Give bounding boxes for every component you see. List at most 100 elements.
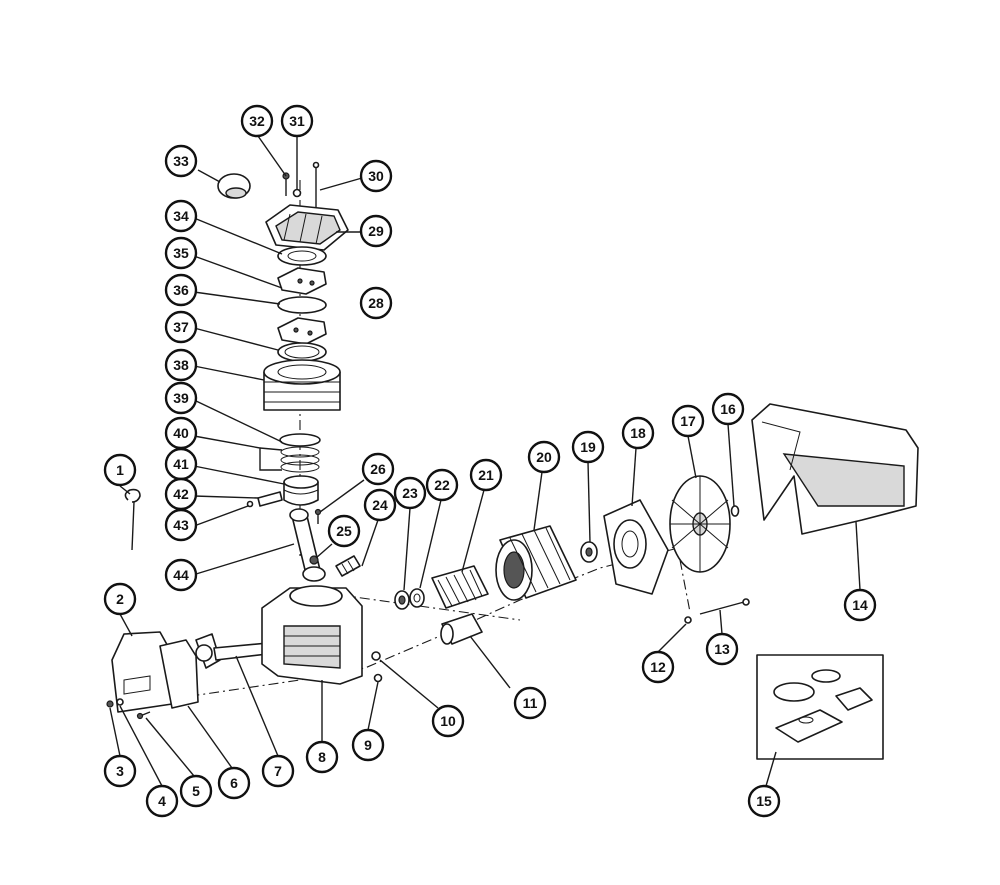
part-cover-bolt (136, 711, 151, 720)
part-bearing-23 (394, 590, 410, 610)
callout-37-label: 37 (173, 319, 189, 335)
part-bearing-22 (409, 588, 425, 608)
part-shroud (751, 403, 919, 535)
callout-17: 17 (671, 404, 705, 438)
part-cover-gasket (159, 639, 199, 709)
callout-24-label: 24 (372, 497, 388, 513)
part-valve-plate-lower (277, 317, 327, 345)
callout-41-label: 41 (173, 456, 189, 472)
part-end-bell (603, 499, 669, 595)
part-rotor (431, 565, 489, 609)
callout-35-label: 35 (173, 245, 189, 261)
callout-6-label: 6 (230, 775, 238, 791)
part-rod-screw (314, 508, 322, 524)
part-wrist-pin (257, 491, 283, 507)
part-piston-rings (280, 446, 320, 473)
part-crankcase (261, 585, 363, 685)
part-cover-washer (116, 698, 124, 706)
callout-40-label: 40 (173, 425, 189, 441)
callout-30: 30 (359, 159, 393, 193)
part-fan (669, 475, 731, 573)
callout-11: 11 (513, 686, 547, 720)
callout-8: 8 (305, 740, 339, 774)
callout-17-label: 17 (680, 413, 696, 429)
callout-37: 37 (164, 310, 198, 344)
callout-12-label: 12 (650, 659, 666, 675)
callout-30-label: 30 (368, 168, 384, 184)
callout-13: 13 (705, 632, 739, 666)
part-breather-cap (217, 173, 251, 199)
callout-36: 36 (164, 273, 198, 307)
callout-1: 1 (103, 453, 137, 487)
callout-39-label: 39 (173, 390, 189, 406)
callout-31-label: 31 (289, 113, 305, 129)
part-piston-ring-top (279, 433, 321, 447)
callout-1-label: 1 (116, 462, 124, 478)
callout-20-label: 20 (536, 449, 552, 465)
part-gasket-kit (756, 654, 884, 760)
part-crankcase-washer (371, 651, 381, 661)
callout-38-label: 38 (173, 357, 189, 373)
callout-21-label: 21 (478, 467, 494, 483)
part-valve-gasket (277, 296, 327, 314)
callout-40: 40 (164, 416, 198, 450)
callout-3-label: 3 (116, 763, 124, 779)
callout-28: 28 (359, 286, 393, 320)
callout-5: 5 (179, 774, 213, 808)
callout-8-label: 8 (318, 749, 326, 765)
callout-34: 34 (164, 199, 198, 233)
callout-14: 14 (843, 588, 877, 622)
assembly-axes (129, 180, 691, 706)
part-cover-screw (106, 700, 114, 708)
callout-12: 12 (641, 650, 675, 684)
callout-24: 24 (363, 488, 397, 522)
callout-33: 33 (164, 144, 198, 178)
callout-7-label: 7 (274, 763, 282, 779)
callout-35: 35 (164, 236, 198, 270)
part-head-gasket (277, 246, 327, 266)
callout-42: 42 (164, 477, 198, 511)
callout-14-label: 14 (852, 597, 868, 613)
part-cylinder-gasket (277, 342, 327, 362)
part-pin-clip (246, 500, 254, 508)
callout-15: 15 (747, 784, 781, 818)
callout-19: 19 (571, 430, 605, 464)
callout-22: 22 (425, 468, 459, 502)
part-fan-clip (730, 505, 740, 517)
callout-9: 9 (351, 728, 385, 762)
part-washer-31 (292, 188, 302, 198)
callout-4: 4 (145, 784, 179, 818)
callout-15-label: 15 (756, 793, 772, 809)
part-connecting-rod (289, 508, 326, 582)
part-sleeve (440, 613, 483, 645)
callout-2-label: 2 (116, 591, 124, 607)
callout-13-label: 13 (714, 641, 730, 657)
callout-4-label: 4 (158, 793, 166, 809)
part-crankcase-bolt (373, 673, 383, 683)
callout-39: 39 (164, 381, 198, 415)
callout-19-label: 19 (580, 439, 596, 455)
callout-2: 2 (103, 582, 137, 616)
callout-43-label: 43 (173, 517, 189, 533)
callout-20: 20 (527, 440, 561, 474)
part-cylinder-head (265, 204, 349, 251)
callout-25: 25 (327, 514, 361, 548)
callout-11-label: 11 (523, 695, 538, 711)
callout-10: 10 (431, 704, 465, 738)
callout-26-label: 26 (370, 461, 386, 477)
callout-42-label: 42 (173, 486, 189, 502)
callout-44: 44 (164, 558, 198, 592)
callout-32: 32 (240, 104, 274, 138)
part-dipstick (124, 488, 141, 551)
callout-44-label: 44 (173, 567, 189, 583)
callout-28-label: 28 (368, 295, 384, 311)
part-stator (495, 525, 577, 601)
part-head-screw (282, 172, 290, 196)
callout-5-label: 5 (192, 783, 200, 799)
callout-43: 43 (164, 508, 198, 542)
callout-9-label: 9 (364, 737, 372, 753)
part-head-bolt (312, 161, 320, 210)
callout-41: 41 (164, 447, 198, 481)
callout-18-label: 18 (630, 425, 646, 441)
